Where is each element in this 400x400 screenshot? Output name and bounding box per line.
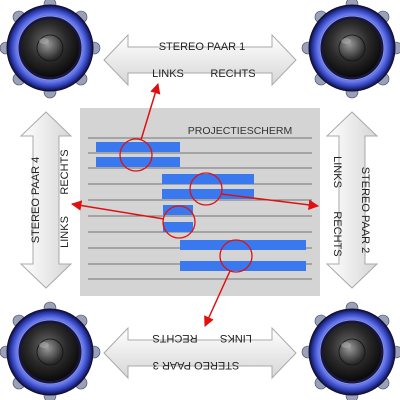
pair-bottom-left-label: LINKS bbox=[220, 332, 252, 344]
blue-bar bbox=[162, 189, 254, 199]
pair-top-right-label: RECHTS bbox=[210, 68, 255, 80]
screen-title: PROJECTIESCHERM bbox=[188, 125, 292, 137]
pan-arrow-top bbox=[140, 82, 161, 141]
double-arrow-top bbox=[103, 33, 297, 87]
pair-left-name: STEREO PAAR 4 bbox=[30, 157, 42, 244]
projection-screen: PROJECTIESCHERM bbox=[70, 82, 320, 327]
pair-right-right-label: RECHTS bbox=[331, 211, 343, 256]
focus-circle bbox=[189, 172, 223, 206]
pair-right-left-label: LINKS bbox=[331, 156, 343, 188]
double-arrow-left bbox=[19, 111, 73, 289]
pair-bottom-name: STEREO PAAR 3 bbox=[153, 359, 240, 371]
blue-bar bbox=[96, 142, 180, 152]
focus-circle bbox=[162, 205, 196, 239]
blue-bar bbox=[163, 222, 193, 232]
blue-bar bbox=[180, 240, 306, 250]
pair-bottom-right-label: RECHTS bbox=[152, 332, 197, 344]
pair-right-name: STEREO PAAR 2 bbox=[359, 167, 371, 254]
screen-lines bbox=[88, 137, 312, 280]
pair-top-left-label: LINKS bbox=[152, 68, 184, 80]
speaker-bottom-right bbox=[301, 301, 400, 400]
blue-bar bbox=[96, 157, 180, 167]
pair-left-left-label: LINKS bbox=[59, 216, 71, 248]
double-arrow-bottom bbox=[103, 326, 297, 380]
pan-arrow-left bbox=[70, 200, 165, 220]
blue-bar bbox=[180, 261, 306, 271]
focus-circle bbox=[219, 239, 253, 273]
speaker-top-left bbox=[0, 0, 101, 99]
pair-left-right-label: RECHTS bbox=[59, 149, 71, 194]
focus-circle bbox=[119, 138, 153, 172]
speaker-top-right bbox=[301, 0, 400, 99]
pan-arrow-bottom bbox=[204, 270, 231, 327]
blue-bar bbox=[162, 174, 254, 184]
pan-arrow-right bbox=[220, 193, 320, 211]
double-arrow-right bbox=[325, 111, 379, 289]
blue-bar bbox=[163, 205, 193, 215]
pair-top-name: STEREO PAAR 1 bbox=[159, 41, 246, 53]
speaker-bottom-left bbox=[0, 301, 101, 400]
